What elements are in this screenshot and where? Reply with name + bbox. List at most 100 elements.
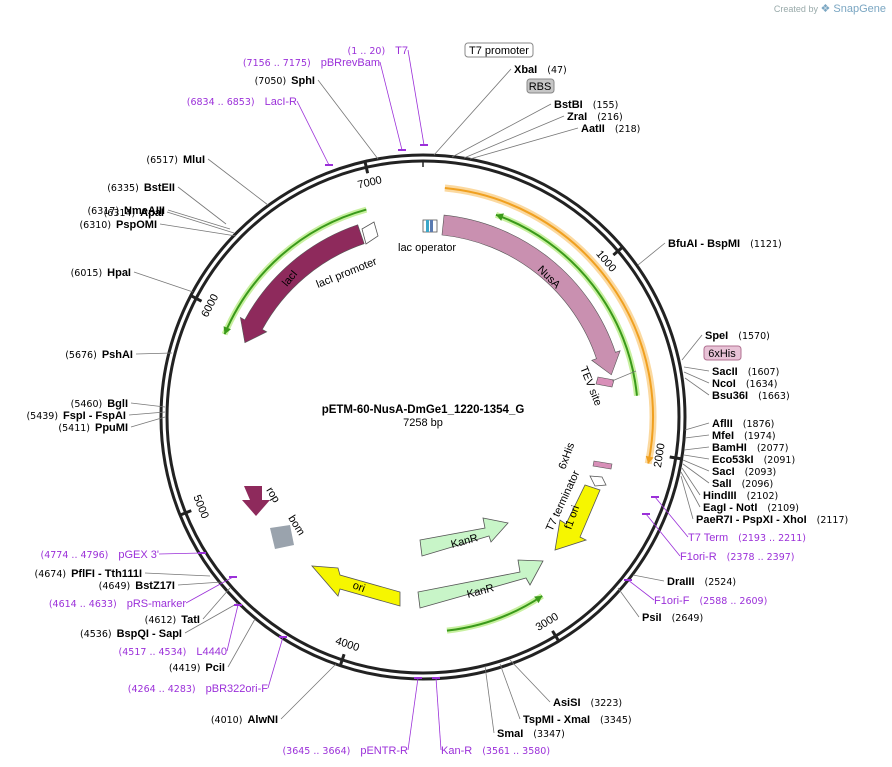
- backbone-outer: [159, 153, 687, 681]
- lac-operator-mark: [426, 220, 429, 232]
- enzyme-leader: [632, 574, 665, 582]
- enzyme-label: (6310)PspOMI: [79, 219, 157, 231]
- enzyme-name: AlwNI: [247, 714, 278, 726]
- primer-leader: [435, 677, 442, 751]
- laci-arrow: [239, 224, 365, 344]
- enzyme-leader: [159, 223, 237, 237]
- enzyme-label: (5460)BglI: [71, 398, 128, 410]
- primer-range: (2588 .. 2609): [699, 596, 767, 607]
- major-tick: [338, 653, 346, 667]
- enzyme-leader: [683, 366, 710, 372]
- enzyme-leader: [484, 665, 495, 734]
- enzyme-label: SalI(2096): [712, 478, 773, 490]
- primer-leader: [226, 604, 239, 652]
- enzyme-position: (47): [547, 65, 567, 76]
- enzyme-leader: [167, 209, 231, 230]
- enzyme-name: HpaI: [107, 267, 131, 279]
- enzyme-position: (1607): [748, 367, 780, 378]
- enzyme-leader: [207, 158, 269, 206]
- enzyme-labels: XbaI(47)BstBI(155)ZraI(216)AatII(218)Bfu…: [26, 64, 848, 740]
- enzyme-name: TatI: [181, 614, 200, 626]
- snapgene-credit: Created by ❖ SnapGene: [774, 2, 886, 15]
- enzyme-name: EagI - NotI: [703, 502, 757, 514]
- enzyme-position: (5439): [26, 411, 58, 422]
- primer-name: pENTR-R: [360, 745, 408, 757]
- primer-label: (6834 .. 6853)LacI-R: [187, 96, 297, 108]
- kanr-arrow-1: [419, 517, 509, 557]
- arc-arrowhead: [223, 326, 231, 335]
- enzyme-name: SacII: [712, 366, 738, 378]
- enzyme-name: MluI: [183, 154, 205, 166]
- primer-leader: [654, 496, 689, 538]
- enzyme-name: SpeI: [705, 330, 728, 342]
- enzyme-leader: [130, 416, 166, 428]
- enzyme-leader: [684, 434, 710, 439]
- enzyme-position: (218): [615, 124, 641, 135]
- major-tick: [190, 294, 203, 303]
- enzyme-name: Bsu36I: [712, 390, 748, 402]
- tick-label: 3000: [534, 611, 561, 634]
- enzyme-name: PflFI - Tth111I: [71, 568, 142, 580]
- enzyme-label: (6517) MluI: [146, 154, 205, 166]
- enzyme-label: (6314)ApaI: [104, 207, 164, 219]
- arc-arrowhead: [495, 213, 504, 221]
- plasmid-name: pETM-60-NusA-DmGe1_1220-1354_G: [322, 404, 525, 416]
- major-tick: [551, 630, 561, 642]
- primer-leader: [407, 49, 425, 146]
- enzyme-label: BfuAI - BspMI(1121): [668, 238, 782, 250]
- primer-name: L4440: [196, 646, 227, 658]
- primer-range: (2378 .. 2397): [727, 552, 795, 563]
- enzyme-leader: [202, 587, 231, 620]
- primer-label: (4774 .. 4796)pGEX 3': [41, 549, 159, 561]
- laci-promoter-arrow: [361, 221, 379, 245]
- enzyme-name: AflII: [712, 418, 733, 430]
- enzyme-leader: [184, 602, 239, 634]
- enzyme-position: (5460): [71, 399, 103, 410]
- enzyme-name: ZraI: [567, 111, 587, 123]
- tick-label: 7000: [357, 174, 384, 191]
- enzyme-name: BstZ17I: [135, 580, 175, 592]
- enzyme-name: NcoI: [712, 378, 736, 390]
- enzyme-label: Eco53kI(2091): [712, 454, 795, 466]
- enzyme-leader: [681, 467, 701, 496]
- enzyme-leader: [681, 334, 703, 361]
- primer-range: (4614 .. 4633): [49, 599, 117, 610]
- his6-callout: [703, 345, 742, 361]
- enzyme-label: ZraI (216): [567, 111, 623, 123]
- primer-label: T7 Term(2193 .. 2211): [688, 532, 806, 544]
- enzyme-name: SphI: [291, 75, 315, 87]
- enzyme-label: (4674)PflFI - Tth111I: [35, 568, 143, 580]
- primer-label: Kan-R(3561 .. 3580): [441, 745, 550, 757]
- primer-name: F1ori-F: [654, 595, 690, 607]
- primer-name: pBRrevBam: [321, 57, 380, 69]
- primer-range: (4774 .. 4796): [41, 550, 109, 561]
- primer-name: T7: [395, 45, 408, 57]
- primer-leader: [407, 677, 419, 751]
- major-tick: [612, 246, 624, 257]
- t7-promoter-mark: [430, 220, 433, 232]
- enzyme-label: AatII(218): [581, 123, 640, 135]
- green-arc-nusa: [495, 213, 638, 396]
- enzyme-leader: [637, 242, 666, 266]
- enzyme-name: Eco53kI: [712, 454, 754, 466]
- enzyme-name: TspMI - XmaI: [523, 714, 590, 726]
- enzyme-label: (4419)PciI: [169, 662, 225, 674]
- enzyme-leader: [683, 371, 710, 384]
- green-arc-kanr-glow: [446, 593, 544, 634]
- enzyme-leader: [177, 186, 227, 225]
- his6-callout-label: 6xHis: [708, 348, 736, 360]
- ori-arrow: [311, 565, 401, 607]
- enzyme-label: EagI - NotI(2109): [703, 502, 799, 514]
- enzyme-label: (5411)PpuMI: [58, 422, 128, 434]
- enzyme-position: (216): [597, 112, 623, 123]
- ori-label: ori: [351, 580, 367, 595]
- enzyme-position: (1974): [744, 431, 776, 442]
- annotation-arcs: [221, 184, 657, 634]
- enzyme-position: (3347): [533, 729, 565, 740]
- enzyme-leader: [617, 587, 640, 618]
- enzyme-label: TspMI - XmaI(3345): [523, 714, 632, 726]
- green-arc-laci: [223, 208, 367, 335]
- enzyme-label: SacII (1607): [712, 366, 779, 378]
- enzyme-position: (6517): [146, 155, 178, 166]
